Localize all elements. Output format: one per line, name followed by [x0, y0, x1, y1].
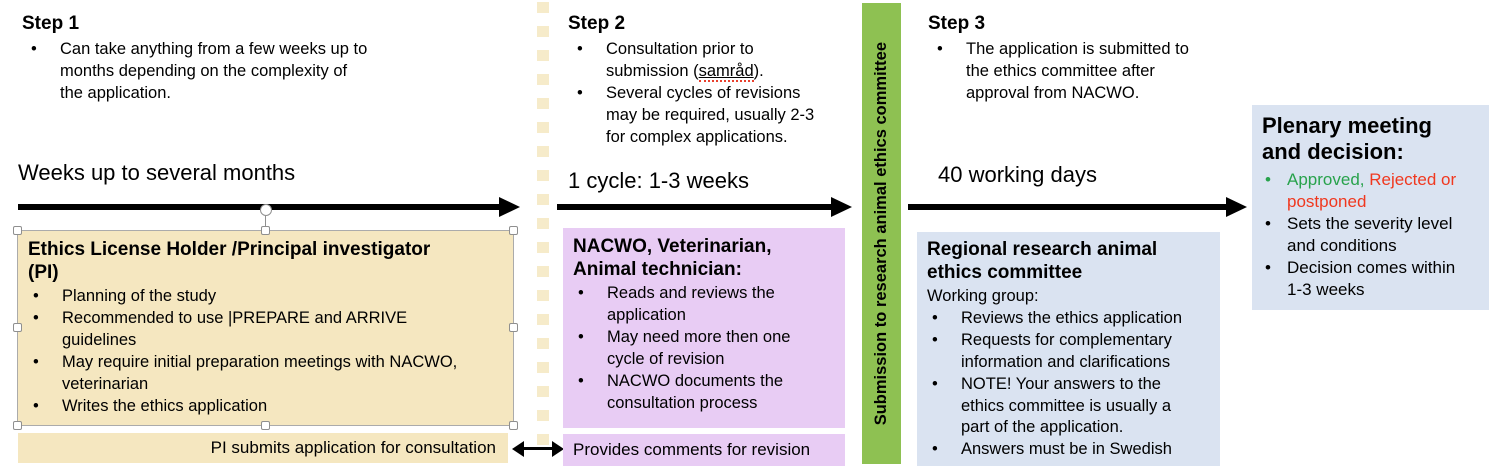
selection-handle-bottom-left[interactable] [13, 421, 22, 430]
bullet-item: • Answers must be in Swedish [927, 439, 1210, 461]
bullet-item: • Decision comes within 1-3 weeks [1262, 257, 1479, 301]
pi-submits-strip[interactable]: PI submits application for consultation [18, 433, 508, 463]
bullet-item: • Recommended to use |PREPARE and ARRIVE… [28, 308, 503, 352]
arrow-head-icon [499, 197, 520, 217]
bullet-item: • Reads and reviews the application [573, 283, 835, 327]
arrow-head-icon [1226, 197, 1247, 217]
box-title: Ethics License Holder /Principal investi… [28, 239, 431, 284]
selection-handle-bottom-center[interactable] [260, 421, 270, 430]
bullet-dot: • [578, 284, 584, 303]
bullet-item: • May require initial preparation meetin… [28, 352, 503, 396]
bullet-item: • May need more then one cycle of revisi… [573, 327, 835, 371]
bullet-dot: • [1265, 169, 1271, 189]
selection-handle-mid-right[interactable] [509, 323, 518, 332]
bullet-item: • Planning of the study [28, 286, 503, 308]
bullet-item: • Sets the severity level and conditions [1262, 213, 1479, 257]
working-group-label: Working group: [927, 287, 1039, 306]
step3-title: Step 3 [928, 13, 986, 34]
bullet-item: • NOTE! Your answers to the ethics commi… [927, 374, 1210, 440]
plenary-title: Plenary meeting and decision: [1262, 113, 1432, 165]
bullet-dot: • [31, 39, 37, 58]
bullet-item: • Writes the ethics application [28, 396, 503, 418]
samrad-misspelled-word: samråd [698, 61, 754, 82]
timeline-arrow-step3[interactable] [908, 197, 1247, 217]
arrow-head-icon [831, 197, 852, 217]
provides-comments-label: Provides comments for revision [573, 440, 811, 459]
arrow-shaft [908, 204, 1232, 210]
provides-comments-strip[interactable]: Provides comments for revision [563, 434, 845, 466]
bullet-dot: • [33, 397, 39, 416]
consultation-double-arrow[interactable] [512, 441, 564, 457]
arrow-shaft [521, 447, 555, 450]
bullet-item: • NACWO documents the consultation proce… [573, 371, 835, 415]
step2-bullet-1: • Consultation prior to submission (samr… [568, 39, 868, 83]
step1-duration-label: Weeks up to several months [18, 160, 296, 185]
step1-header: Step 1 • Can take anything from a few we… [22, 12, 432, 105]
regional-committee-box[interactable]: Regional research animal ethics committe… [917, 232, 1220, 466]
step1-bullet-text: Can take anything from a few weeks up to… [60, 39, 368, 102]
bullet-dot: • [932, 440, 938, 459]
bullet-dot: • [937, 39, 943, 58]
bullet-dot: • [577, 39, 583, 58]
ethics-license-holder-box[interactable]: Ethics License Holder /Principal investi… [13, 204, 518, 430]
dashed-divider [537, 2, 549, 446]
step3-duration-label: 40 working days [938, 162, 1097, 187]
bullet-dot: • [578, 328, 584, 347]
arrow-head-right-icon [552, 441, 564, 457]
timeline-arrow-step2[interactable] [557, 197, 852, 217]
rotation-handle[interactable] [259, 204, 272, 216]
pi-submits-label: PI submits application for consultation [210, 438, 496, 457]
selection-handle-top-right[interactable] [509, 226, 518, 235]
selection-handle-bottom-right[interactable] [509, 421, 518, 430]
submission-bar-label: Submission to research animal ethics com… [872, 41, 890, 426]
plenary-decision-box[interactable]: Plenary meeting and decision: • Approved… [1252, 105, 1489, 310]
step3-bullet: • The application is submitted to the et… [928, 39, 1258, 105]
bullet-item: • Requests for complementary information… [927, 330, 1210, 374]
bullet-dot: • [1265, 258, 1271, 278]
bullet-item: • Reviews the ethics application [927, 308, 1210, 330]
step2-header: Step 2 • Consultation prior to submissio… [568, 12, 868, 148]
step2-bullet1-post: ). [753, 61, 764, 80]
bullet-dot: • [932, 308, 938, 327]
decision-outcome-bullet: • Approved, Rejected or postponed [1262, 169, 1479, 213]
step3-header: Step 3 • The application is submitted to… [928, 12, 1258, 105]
submission-bar[interactable]: Submission to research animal ethics com… [862, 3, 901, 464]
bullet-dot: • [1265, 213, 1271, 233]
step2-duration-label: 1 cycle: 1-3 weeks [568, 168, 749, 193]
bullet-dot: • [33, 287, 39, 306]
step3-bullet-text: The application is submitted to the ethi… [966, 39, 1189, 102]
step2-title: Step 2 [568, 13, 626, 34]
bullet-dot: • [33, 353, 39, 372]
selection-handle-top-left[interactable] [13, 226, 22, 235]
bullet-dot: • [932, 374, 938, 393]
bullet-dot: • [33, 309, 39, 328]
selection-handle-mid-left[interactable] [13, 323, 22, 332]
rotation-handle-stem [264, 216, 266, 227]
step2-bullet1-pre: Consultation prior to submission ( [606, 39, 754, 80]
box-title: Regional research animal ethics committe… [927, 239, 1158, 284]
step1-bullet: • Can take anything from a few weeks up … [22, 39, 432, 105]
bullet-dot: • [577, 83, 583, 102]
bullet-dot: • [578, 372, 584, 391]
arrow-head-left-icon [512, 441, 524, 457]
arrow-shaft [557, 204, 837, 210]
box-title: NACWO, Veterinarian, Animal technician: [573, 236, 772, 281]
approved-label: Approved, [1287, 169, 1365, 189]
rejected-postponed-label: Rejected or postponed [1287, 169, 1457, 211]
selection-handle-top-center[interactable] [260, 226, 270, 235]
bullet-dot: • [932, 330, 938, 349]
step2-bullet-2: • Several cycles of revisions may be req… [568, 83, 868, 149]
nacwo-veterinarian-box[interactable]: NACWO, Veterinarian, Animal technician: … [563, 228, 845, 428]
step1-title: Step 1 [22, 13, 80, 34]
